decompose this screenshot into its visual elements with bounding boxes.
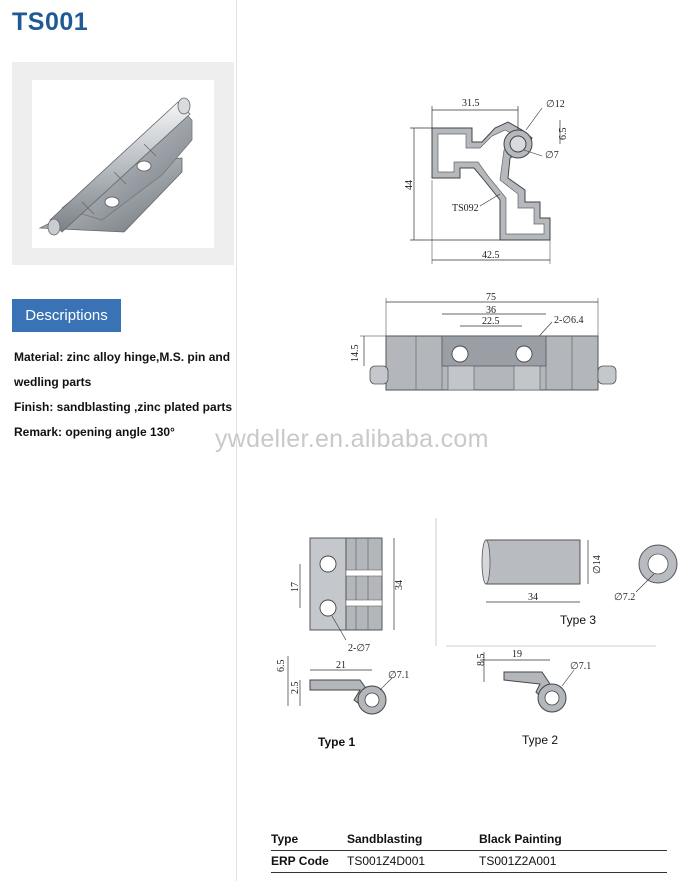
- drawing-cross-section: 31.5 ∅12 ∅7 6.5 44 42.5 TS092: [404, 98, 569, 264]
- dim-34: 34: [394, 580, 405, 590]
- type1-label: Type 1: [318, 735, 355, 749]
- dim-holes-6-4: 2-∅6.4: [554, 315, 584, 326]
- dim-75: 75: [486, 292, 496, 303]
- dim-pin-7-1: ∅7.1: [388, 670, 409, 681]
- product-title: TS001: [12, 8, 89, 36]
- type3-label: Type 3: [560, 613, 596, 627]
- dim-14: ∅14: [592, 555, 603, 574]
- drawing-front-view: 75 36 22.5 2-∅6.4 14.5: [350, 292, 617, 391]
- watermark: ywdeller.en.alibaba.com: [215, 425, 489, 453]
- dim-31-5: 31.5: [462, 98, 480, 109]
- product-photo: [32, 80, 214, 248]
- table-header-sandblasting: Sandblasting: [347, 829, 479, 851]
- dim-6-5-type1: 6.5: [276, 660, 287, 673]
- part-ref-ts092: TS092: [452, 203, 479, 214]
- hinge-photo-image: [38, 97, 193, 236]
- dim-17: 17: [290, 582, 301, 592]
- product-photo-panel: [12, 62, 234, 265]
- descriptions-tab-button[interactable]: Descriptions: [12, 299, 121, 332]
- dim-21: 21: [336, 660, 346, 671]
- table-header-type: Type: [271, 829, 347, 851]
- dim-44: 44: [404, 180, 415, 190]
- spec-material-cont: wedling parts: [14, 375, 92, 389]
- dim-34-type3: 34: [528, 592, 538, 603]
- spec-finish: Finish: sandblasting ,zinc plated parts: [14, 400, 233, 414]
- dim-22-5: 22.5: [482, 316, 500, 327]
- dim-holes-7: 2-∅7: [348, 643, 370, 654]
- drawing-type3: ∅14 34 ∅7.2 Type 3: [435, 518, 678, 647]
- dim-6-5: 6.5: [558, 128, 569, 141]
- dim-14-5: 14.5: [350, 345, 361, 363]
- table-header-black-painting: Black Painting: [479, 829, 667, 851]
- dim-19: 19: [512, 649, 522, 660]
- spec-material: Material: zinc alloy hinge,M.S. pin and: [14, 350, 231, 364]
- drawing-type1: 17 34 2-∅7 21 ∅7.1 6.5 2.5 Type 1: [276, 537, 409, 749]
- type2-label: Type 2: [522, 733, 558, 747]
- dim-2-5: 2.5: [290, 682, 301, 695]
- dim-pin-7-2: ∅7.2: [614, 592, 635, 603]
- dim-bore-12: ∅12: [546, 99, 565, 110]
- table-cell-black-painting-code: TS001Z2A001: [479, 850, 667, 873]
- erp-code-table: Type Sandblasting Black Painting ERP Cod…: [271, 829, 667, 873]
- drawing-type2: 19 8.5 ∅7.1 Type 2: [476, 649, 591, 747]
- dim-36: 36: [486, 305, 496, 316]
- column-divider: [236, 0, 237, 881]
- dim-pin-7-1-type2: ∅7.1: [570, 661, 591, 672]
- table-row: ERP Code TS001Z4D001 TS001Z2A001: [271, 850, 667, 873]
- table-cell-sandblasting-code: TS001Z4D001: [347, 850, 479, 873]
- table-header-row: Type Sandblasting Black Painting: [271, 829, 667, 851]
- table-cell-erp-label: ERP Code: [271, 850, 347, 873]
- dim-42-5: 42.5: [482, 250, 500, 261]
- dim-pin-7: ∅7: [545, 150, 559, 161]
- dim-8-5: 8.5: [476, 654, 487, 667]
- spec-remark: Remark: opening angle 130°: [14, 425, 175, 439]
